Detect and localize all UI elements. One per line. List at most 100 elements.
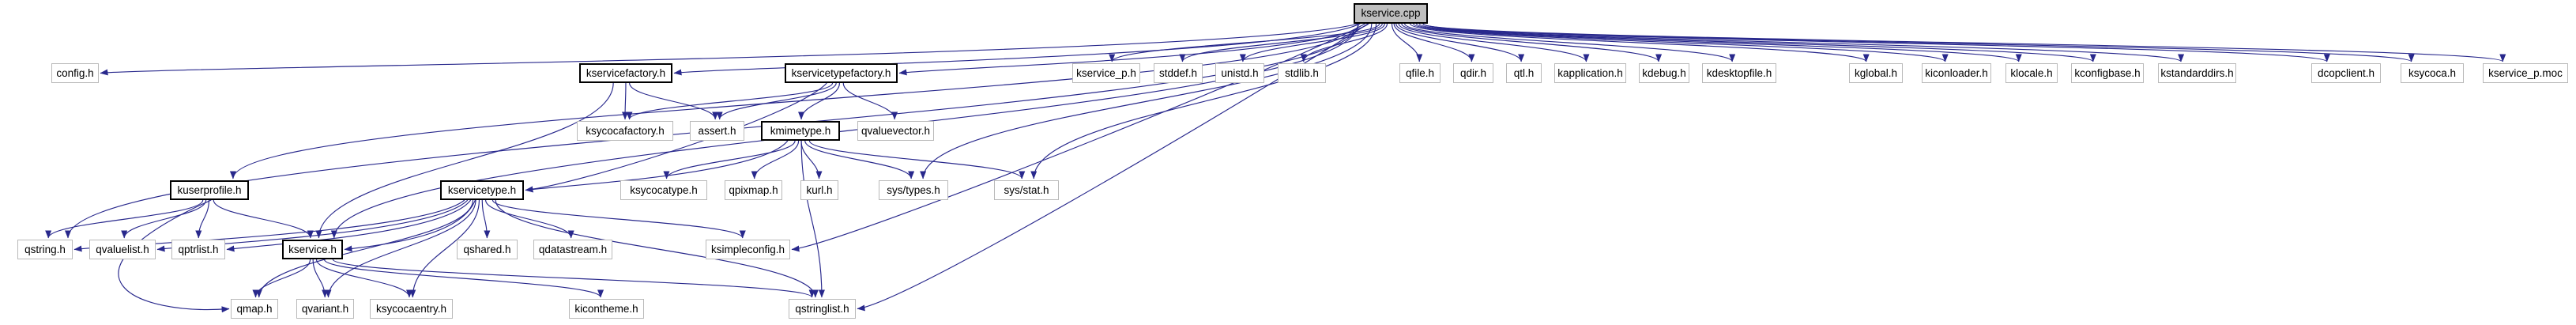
graph-node-qshared-h: qshared.h <box>457 240 518 259</box>
include-edge-kservicetypefactory-h-to-qvaluevector-h <box>842 82 898 120</box>
include-edge-root-to-kdesktopfile-h <box>1404 23 1735 62</box>
include-edge-root-to-unistd-h <box>1239 23 1385 62</box>
include-edge-kuserprofile-h-to-qvaluelist-h <box>121 199 207 239</box>
include-edge-kservice-h-to-ksycocaentry-h <box>315 259 412 298</box>
graph-node-stdlib-h: stdlib.h <box>1278 63 1326 83</box>
graph-node-sys-types-h: sys/types.h <box>879 180 948 200</box>
graph-node-root: kservice.cpp <box>1354 3 1428 24</box>
include-edge-kservicetypefactory-h-to-kservicetype-h <box>525 82 827 193</box>
include-edge-kservicetypefactory-h-to-ksycocafactory-h <box>626 82 834 120</box>
include-edge-kservice-h-to-kicontheme-h <box>323 259 604 298</box>
include-edge-root-to-config-h <box>100 23 1359 76</box>
graph-node-dcopclient-h: dcopclient.h <box>2311 63 2381 83</box>
include-edge-kservicetype-h-to-qvariant-h <box>325 199 476 298</box>
include-edge-kservicefactory-h-to-ksycocafactory-h <box>622 82 629 120</box>
graph-node-kdesktopfile-h: kdesktopfile.h <box>1702 63 1776 83</box>
graph-node-kservicefactory-h[interactable]: kservicefactory.h <box>579 63 672 83</box>
graph-node-kurl-h: kurl.h <box>800 180 838 200</box>
graph-node-qvaluelist-h: qvaluelist.h <box>89 240 156 259</box>
graph-node-qptrlist-h: qptrlist.h <box>171 240 225 259</box>
include-edge-kservice-h-to-qstringlist-h <box>332 259 815 298</box>
include-edge-root-to-kservice-p-h <box>1109 23 1380 62</box>
graph-node-klocale-h: klocale.h <box>2005 63 2058 83</box>
include-edge-root-to-kservice-p-moc <box>1422 23 2506 62</box>
graph-node-kdebug-h: kdebug.h <box>1639 63 1689 83</box>
graph-node-kconfigbase-h: kconfigbase.h <box>2071 63 2144 83</box>
include-edge-kuserprofile-h-to-qptrlist-h <box>195 199 210 239</box>
include-edge-root-to-kservice-h <box>330 23 1359 239</box>
graph-node-qmap-h: qmap.h <box>231 299 278 319</box>
include-edge-root-to-kconfigbase-h <box>1418 23 2096 62</box>
include-edge-kmimetype-h-to-qpixmap-h <box>751 140 800 180</box>
graph-node-kicontheme-h: kicontheme.h <box>569 299 644 319</box>
include-edge-kuserprofile-h-to-qmap-h <box>118 199 230 313</box>
include-edge-kservicetypefactory-h-to-kmimetype-h <box>798 82 841 120</box>
include-edge-kservicetype-h-to-kservice-h <box>344 199 476 252</box>
graph-node-qvaluevector-h: qvaluevector.h <box>857 121 934 141</box>
graph-node-kservice-h[interactable]: kservice.h <box>282 240 343 259</box>
include-edge-kservice-h-to-qvariant-h <box>312 259 329 298</box>
include-edge-kservicetype-h-to-ksycocaentry-h <box>409 199 480 298</box>
include-edge-root-to-sys-stat-h <box>1030 23 1377 180</box>
graph-node-qpixmap-h: qpixmap.h <box>725 180 782 200</box>
graph-node-kuserprofile-h[interactable]: kuserprofile.h <box>170 180 249 200</box>
graph-node-qtl-h: qtl.h <box>1506 63 1542 83</box>
include-edge-kservicefactory-h-to-kservice-h <box>315 82 614 239</box>
graph-node-kapplication-h: kapplication.h <box>1554 63 1626 83</box>
include-edge-kservicefactory-h-to-assert-h <box>629 82 719 120</box>
graph-node-qfile-h: qfile.h <box>1399 63 1441 83</box>
graph-node-kservice-p-moc: kservice_p.moc <box>2483 63 2568 83</box>
include-edge-root-to-dcopclient-h <box>1422 23 2330 62</box>
graph-node-ksycoca-h: ksycoca.h <box>2401 63 2464 83</box>
graph-node-kglobal-h: kglobal.h <box>1849 63 1903 83</box>
graph-node-ksycocatype-h: ksycocatype.h <box>620 180 707 200</box>
graph-node-kservicetype-h[interactable]: kservicetype.h <box>440 180 524 200</box>
graph-node-qdir-h: qdir.h <box>1453 63 1493 83</box>
include-edge-kservicetype-h-to-qmap-h <box>255 199 474 298</box>
graph-node-kiconloader-h: kiconloader.h <box>1922 63 1991 83</box>
include-edge-root-to-kapplication-h <box>1398 23 1590 62</box>
include-edge-root-to-qstringlist-h <box>857 23 1369 312</box>
graph-node-kmimetype-h[interactable]: kmimetype.h <box>761 121 840 141</box>
graph-node-sys-stat-h: sys/stat.h <box>994 180 1059 200</box>
include-edge-kservicetype-h-to-qshared-h <box>481 199 491 239</box>
include-edge-kservicetype-h-to-qptrlist-h <box>226 199 472 252</box>
include-edge-root-to-stddef-h <box>1179 23 1383 62</box>
include-edge-root-to-klocale-h <box>1415 23 2022 62</box>
include-edge-root-to-kservicetypefactory-h <box>898 23 1369 76</box>
include-edge-root-to-qdir-h <box>1393 23 1475 62</box>
include-edge-root-to-sys-types-h <box>920 23 1373 180</box>
graph-node-unistd-h: unistd.h <box>1215 63 1264 83</box>
include-edge-root-to-kuserprofile-h <box>230 23 1359 180</box>
graph-node-ksycocafactory-h: ksycocafactory.h <box>577 121 673 141</box>
include-edge-kservice-h-to-qmap-h <box>252 259 311 298</box>
include-edge-kmimetype-h-to-sys-types-h <box>804 140 915 180</box>
include-edge-root-to-qtl-h <box>1395 23 1525 62</box>
graph-node-qvariant-h: qvariant.h <box>296 299 354 319</box>
include-edge-kmimetype-h-to-qstringlist-h <box>800 140 825 298</box>
include-edge-kmimetype-h-to-sys-stat-h <box>808 140 1026 180</box>
graph-node-qdatastream-h: qdatastream.h <box>533 240 612 259</box>
include-edge-kuserprofile-h-to-qstring-h <box>45 199 204 239</box>
graph-node-qstringlist-h: qstringlist.h <box>789 299 856 319</box>
graph-node-kstandarddirs-h: kstandarddirs.h <box>2158 63 2236 83</box>
graph-node-config-h: config.h <box>51 63 99 83</box>
include-edge-kmimetype-h-to-ksycocatype-h <box>663 140 796 180</box>
include-edge-kservicetypefactory-h-to-assert-h <box>716 82 837 120</box>
include-edge-root-to-kglobal-h <box>1409 23 1870 62</box>
include-edge-kuserprofile-h-to-kservice-h <box>213 199 314 239</box>
include-edge-kservicetype-h-to-qstringlist-h <box>495 199 819 298</box>
graph-node-stddef-h: stddef.h <box>1154 63 1203 83</box>
graph-node-qstring-h: qstring.h <box>17 240 73 259</box>
include-edge-root-to-kstandarddirs-h <box>1422 23 2184 62</box>
include-edge-root-to-ksimpleconfig-h <box>791 23 1365 252</box>
include-edge-kservicetype-h-to-ksimpleconfig-h <box>491 199 746 239</box>
graph-node-kservice-p-h: kservice_p.h <box>1072 63 1140 83</box>
include-edge-kservicetype-h-to-qdatastream-h <box>485 199 574 239</box>
include-edge-root-to-stdlib-h <box>1300 23 1388 62</box>
include-edge-root-to-qfile-h <box>1391 23 1423 62</box>
include-edge-root-to-kservicefactory-h <box>673 23 1361 76</box>
graph-node-kservicetypefactory-h[interactable]: kservicetypefactory.h <box>785 63 898 83</box>
